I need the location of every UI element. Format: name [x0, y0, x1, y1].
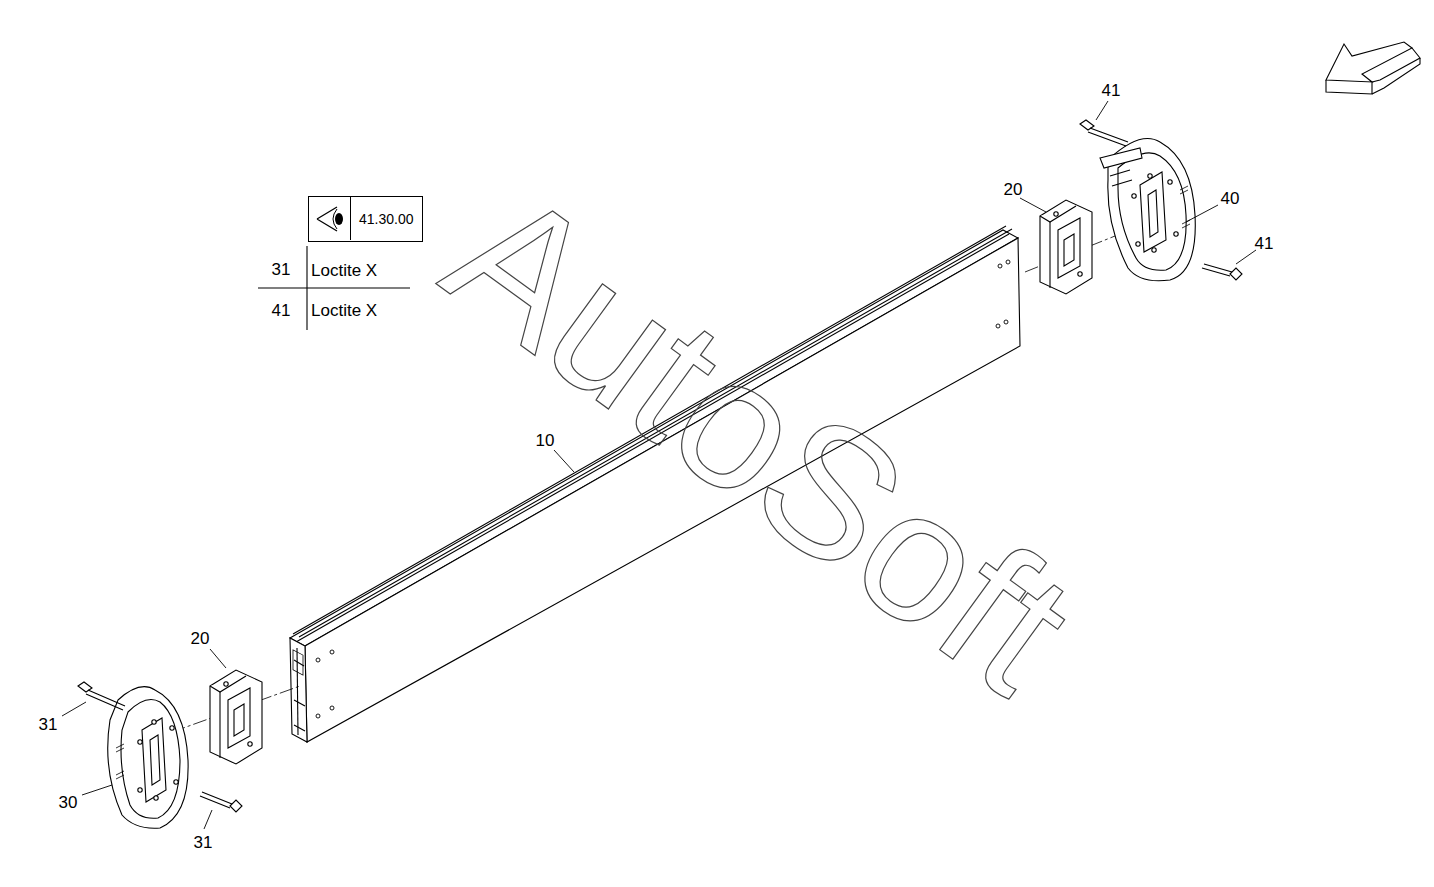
eye-icon [309, 197, 351, 240]
end-plate [108, 687, 188, 829]
reference-number: 41.30.00 [359, 212, 414, 226]
callout-number: 20 [1004, 181, 1023, 198]
end-plate [1100, 139, 1195, 281]
callout-number: 30 [59, 794, 78, 811]
callout-number: 20 [191, 630, 210, 647]
callout-number: 40 [1221, 190, 1240, 207]
bracket [1040, 200, 1092, 294]
center-line [150, 230, 1130, 740]
direction-arrow [1326, 42, 1420, 94]
table-cell: 41 [272, 302, 291, 319]
table-cell: Loctite X [311, 302, 377, 319]
bolt [78, 120, 1242, 812]
beam [290, 226, 1020, 742]
callout-number: 10 [536, 432, 555, 449]
callout-number: 31 [194, 834, 213, 851]
watermark: AutoSoft [419, 157, 1102, 724]
callout-number: 41 [1102, 82, 1121, 99]
reference-box: 41.30.00 [308, 196, 423, 242]
table-cell: 31 [272, 261, 291, 278]
callout-number: 41 [1255, 235, 1274, 252]
callout-number: 31 [39, 716, 58, 733]
bracket [210, 670, 262, 764]
table-cell: Loctite X [311, 262, 377, 279]
leader-line [62, 101, 1256, 829]
table-lines [258, 246, 410, 330]
